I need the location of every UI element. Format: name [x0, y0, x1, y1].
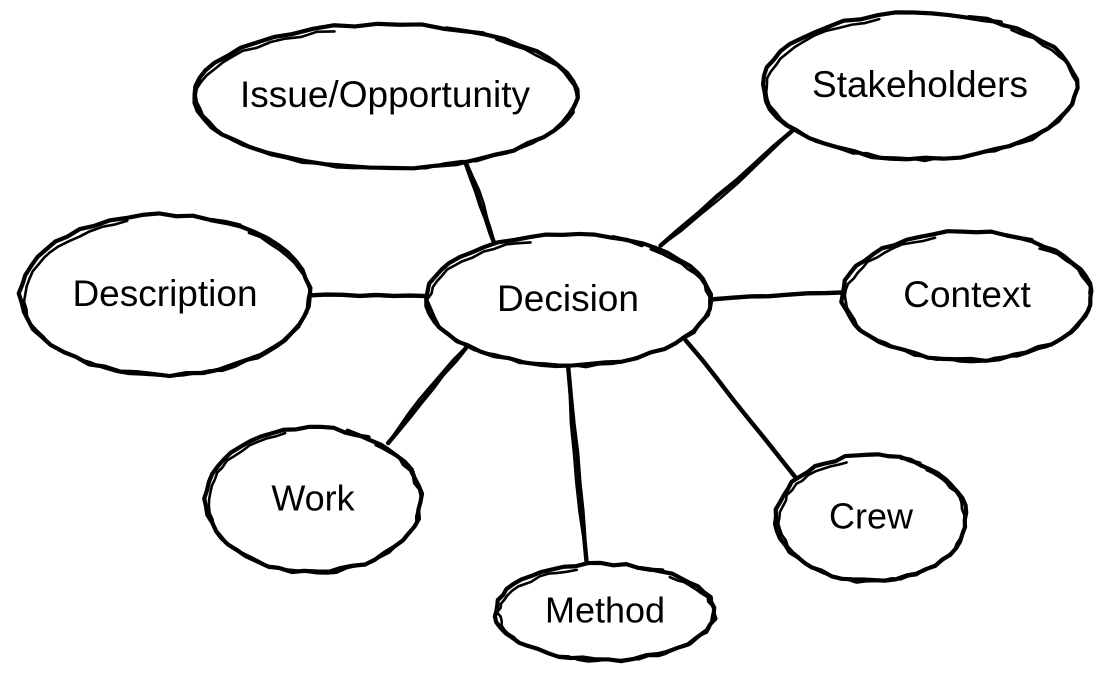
edge-decision-to-issue-opportunity-stroke: [459, 147, 498, 249]
node-description-label: Description: [72, 273, 257, 314]
edge-decision-to-description: [306, 292, 430, 299]
node-issue-opportunity-ellipse-echo: [194, 30, 579, 170]
node-crew-label: Crew: [829, 496, 914, 537]
edge-decision-to-context-stroke: [709, 290, 848, 302]
edge-decision-to-work-stroke-echo: [386, 345, 468, 445]
node-description[interactable]: Description: [16, 211, 313, 379]
edge-decision-to-work: [385, 345, 469, 446]
edge-decision-to-issue-opportunity: [459, 147, 498, 249]
node-stakeholders-ellipse-echo: [764, 17, 1079, 163]
node-crew-ellipse-echo: [776, 461, 968, 584]
node-work-label: Work: [271, 478, 355, 519]
node-stakeholders-ellipse[interactable]: [760, 10, 1080, 162]
edges-layer: [306, 128, 848, 573]
node-issue-opportunity[interactable]: Issue/Opportunity: [192, 21, 580, 171]
edge-decision-to-method: [565, 362, 590, 573]
node-method[interactable]: Method: [492, 560, 718, 664]
node-method-label: Method: [545, 590, 665, 631]
edge-decision-to-method-stroke-echo: [566, 363, 590, 572]
node-decision[interactable]: Decision: [424, 231, 714, 369]
node-work-ellipse-echo: [207, 431, 422, 575]
node-decision-ellipse-echo: [425, 241, 712, 369]
edge-decision-to-crew: [683, 338, 800, 482]
edge-decision-to-work-stroke: [385, 345, 469, 446]
node-work[interactable]: Work: [202, 424, 425, 575]
edge-decision-to-issue-opportunity-stroke-echo: [459, 148, 497, 248]
nodes-layer: Issue/Opportunity StakeholdersDescription…: [16, 10, 1094, 664]
node-context-label: Context: [903, 274, 1031, 315]
node-description-ellipse-echo: [22, 219, 312, 378]
node-stakeholders-label: Stakeholders: [812, 64, 1028, 105]
edge-decision-to-stakeholders: [658, 128, 795, 248]
node-decision-label: Decision: [497, 278, 639, 319]
node-context-ellipse-echo: [843, 236, 1092, 364]
node-crew[interactable]: Crew: [772, 452, 969, 584]
edge-decision-to-stakeholders-stroke-echo: [659, 129, 794, 247]
node-method-ellipse-echo: [495, 568, 716, 663]
node-issue-opportunity-ellipse[interactable]: [192, 21, 580, 171]
edge-decision-to-context: [709, 290, 848, 302]
node-issue-opportunity-label: Issue/Opportunity: [240, 74, 530, 115]
node-stakeholders[interactable]: Stakeholders: [760, 10, 1080, 163]
edge-decision-to-stakeholders-stroke: [658, 128, 795, 248]
node-context[interactable]: Context: [839, 229, 1094, 364]
edge-decision-to-crew-stroke: [683, 338, 800, 482]
edge-decision-to-description-stroke: [306, 292, 430, 299]
